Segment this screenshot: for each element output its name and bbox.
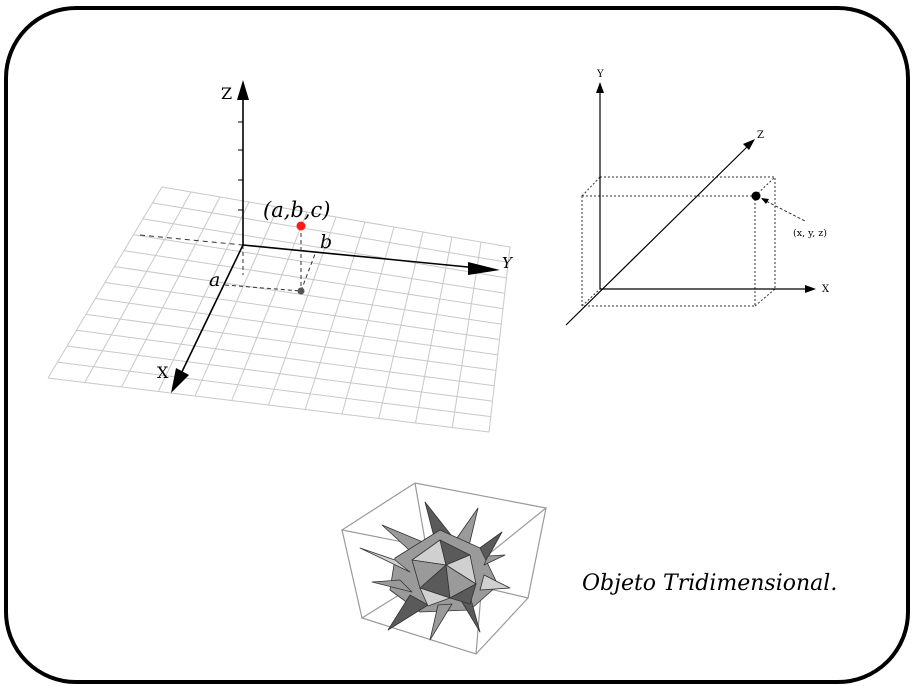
- y-axis: [242, 244, 479, 269]
- x-axis: [177, 244, 244, 381]
- right-z-arrowhead: [743, 139, 755, 150]
- label-b: b: [320, 231, 332, 253]
- right-x-arrowhead: [805, 285, 816, 293]
- three-dimensional-object: [340, 482, 548, 655]
- right-y-arrowhead: [596, 82, 604, 93]
- grid-line: [488, 246, 511, 433]
- slide-border: [4, 6, 910, 684]
- right-3d-diagram: Y X Z (x, y, z): [565, 69, 830, 326]
- right-point-label: (x, y, z): [793, 228, 827, 239]
- grid-line: [47, 377, 490, 433]
- y-axis-label: Y: [502, 254, 514, 272]
- y-axis-arrowhead: [468, 262, 500, 275]
- point-leader: [761, 198, 806, 222]
- z-axis-label: Z: [221, 84, 232, 103]
- right-y-label: Y: [596, 69, 604, 80]
- grid-plane: [47, 186, 511, 433]
- right-z-axis: [565, 145, 749, 326]
- point-abc-label: (a,b,c): [263, 198, 330, 222]
- stellated-polyhedron: [359, 501, 511, 641]
- z-axis-ticks: [238, 121, 243, 211]
- projection-to-a: [224, 284, 302, 292]
- right-point: [751, 191, 761, 201]
- label-a: a: [209, 269, 220, 291]
- point-projection: [297, 287, 305, 295]
- point-abc: [296, 221, 306, 231]
- caption: Objeto Tridimensional.: [582, 571, 837, 596]
- left-3d-diagram: Z Y X (a,b,c) b a: [47, 80, 514, 433]
- grid-line: [66, 345, 493, 402]
- x-axis-label: X: [157, 363, 169, 382]
- right-x-label: X: [822, 284, 830, 295]
- point-leader-arrowhead: [761, 198, 769, 204]
- right-z-label: Z: [757, 130, 764, 141]
- grid-line: [57, 361, 491, 418]
- z-axis-arrowhead: [237, 80, 249, 100]
- x-axis-arrowhead: [171, 368, 189, 393]
